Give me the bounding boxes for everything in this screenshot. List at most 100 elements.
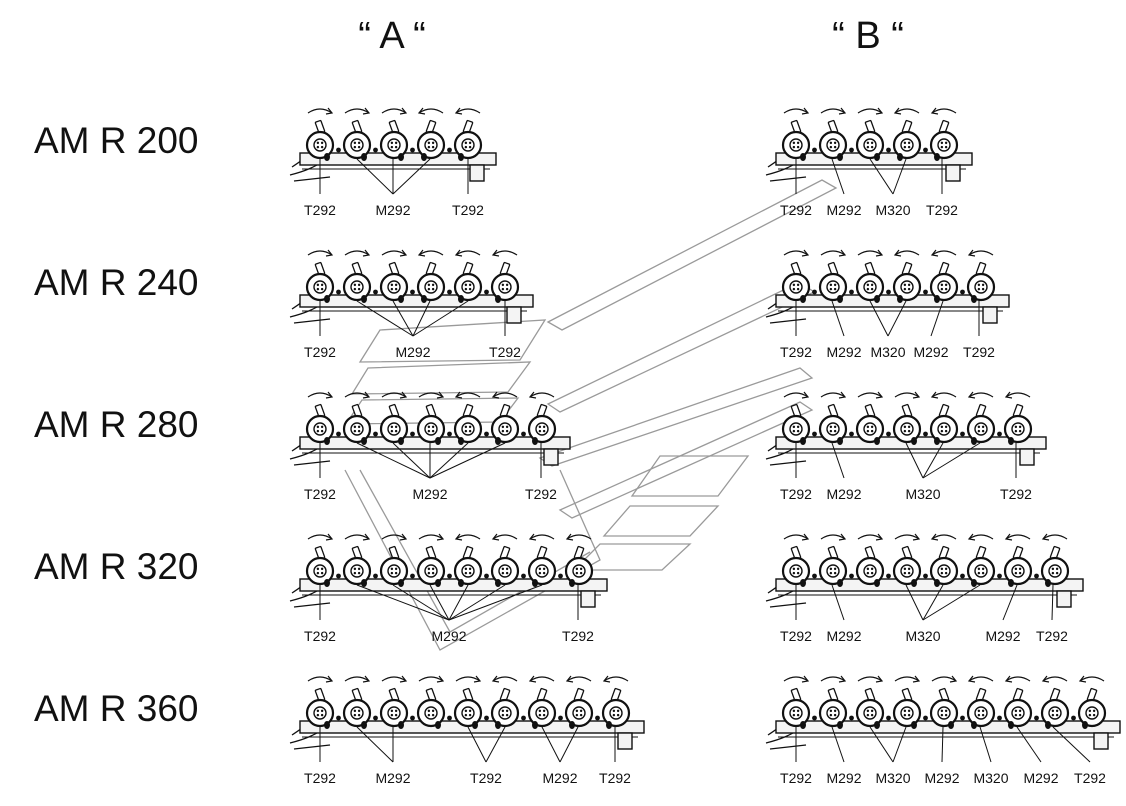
hub-bolt xyxy=(829,425,833,429)
hub-bolt xyxy=(357,713,361,717)
hub-bolt xyxy=(866,145,870,149)
hub-bolt xyxy=(907,287,911,291)
bearing-dot xyxy=(886,289,891,295)
hub-bolt xyxy=(390,141,394,145)
hub-bolt xyxy=(829,429,833,433)
blade-tip xyxy=(324,437,330,445)
rotation-arrow-head xyxy=(875,391,884,399)
hub-bolt xyxy=(542,567,546,571)
hub-bolt xyxy=(390,287,394,291)
rotation-arrow-head xyxy=(454,533,463,541)
hub-bolt xyxy=(1014,571,1018,575)
rotation-arrow-head xyxy=(362,675,371,683)
disc-hub xyxy=(498,564,512,578)
disc-hub xyxy=(826,280,840,294)
leader-line xyxy=(905,584,924,621)
rotation-arrow-head xyxy=(565,533,574,541)
bearing-dot xyxy=(410,715,415,721)
hub-bolt xyxy=(320,429,324,433)
hub-bolt xyxy=(468,429,472,433)
blade-tip xyxy=(495,295,501,303)
hub-bolt xyxy=(501,287,505,291)
bearing-dot xyxy=(336,289,341,295)
disc-hub xyxy=(1085,706,1099,720)
rotation-arrow xyxy=(1042,534,1068,540)
blade-tip xyxy=(911,721,917,729)
hub-bolt xyxy=(427,709,431,713)
hub-bolt xyxy=(505,425,509,429)
rotation-arrow xyxy=(529,392,555,398)
hub-bolt xyxy=(390,567,394,571)
hub-bolt xyxy=(501,429,505,433)
disc-hub xyxy=(789,564,803,578)
blade-tip xyxy=(435,721,441,729)
rotation-arrow xyxy=(820,108,846,114)
hub-bolt xyxy=(940,287,944,291)
disc-hub xyxy=(461,564,475,578)
rotation-arrow-head xyxy=(325,675,334,683)
blade-tip xyxy=(532,721,538,729)
bearing-dot xyxy=(447,431,452,437)
leader-line xyxy=(356,584,450,621)
cutter-bar-b xyxy=(765,675,1121,763)
hub-bolt xyxy=(468,145,472,149)
hub-bolt xyxy=(394,713,398,717)
bearing-dot xyxy=(447,147,452,153)
hydraulic-hose xyxy=(293,744,331,750)
disc-hub xyxy=(937,706,951,720)
disc-hub xyxy=(424,706,438,720)
hub-bolt xyxy=(616,709,620,713)
hub-bolt xyxy=(468,571,472,575)
hub-bolt xyxy=(464,145,468,149)
rotation-arrow xyxy=(783,250,809,256)
rotation-arrow xyxy=(1005,534,1031,540)
rotation-arrow xyxy=(455,534,481,540)
hub-bolt xyxy=(792,571,796,575)
hydraulic-hose xyxy=(293,318,331,324)
bearing-dot xyxy=(521,715,526,721)
hub-bolt xyxy=(427,283,431,287)
leader-line xyxy=(869,300,889,337)
rotation-arrow xyxy=(455,676,481,682)
rotation-arrow-head xyxy=(838,675,847,683)
blade-tip xyxy=(472,721,478,729)
disc-hub xyxy=(789,138,803,152)
part-label: T292 xyxy=(304,344,336,360)
part-label: M292 xyxy=(913,344,948,360)
hub-bolt xyxy=(320,287,324,291)
hub-bolt xyxy=(394,145,398,149)
hub-bolt xyxy=(833,145,837,149)
rotation-arrow xyxy=(381,392,407,398)
blade-tip xyxy=(495,579,501,587)
bearing-dot xyxy=(812,147,817,153)
hub-bolt xyxy=(394,429,398,433)
blade-tip xyxy=(458,579,464,587)
hub-bolt xyxy=(431,287,435,291)
rotation-arrow-head xyxy=(930,533,939,541)
rotation-arrow-head xyxy=(838,249,847,257)
hub-bolt xyxy=(464,287,468,291)
disc-hub xyxy=(535,564,549,578)
disc-hub xyxy=(313,564,327,578)
rotation-arrow xyxy=(931,534,957,540)
blade-tip xyxy=(800,721,806,729)
disc-hub xyxy=(1011,564,1025,578)
rotation-arrow-head xyxy=(1078,675,1087,683)
blade-tip xyxy=(398,153,404,161)
part-label: T292 xyxy=(780,770,812,786)
hub-bolt xyxy=(944,571,948,575)
hub-bolt xyxy=(903,425,907,429)
bearing-dot xyxy=(373,431,378,437)
hub-bolt xyxy=(320,141,324,145)
rotation-arrow xyxy=(931,392,957,398)
rotation-arrow xyxy=(381,534,407,540)
hub-bolt xyxy=(870,425,874,429)
hub-bolt xyxy=(796,429,800,433)
disc-hub xyxy=(900,564,914,578)
hub-bolt xyxy=(357,287,361,291)
hub-bolt xyxy=(575,709,579,713)
hub-bolt xyxy=(796,141,800,145)
bearing-dot xyxy=(558,715,563,721)
cutter-bar-a xyxy=(289,249,534,337)
